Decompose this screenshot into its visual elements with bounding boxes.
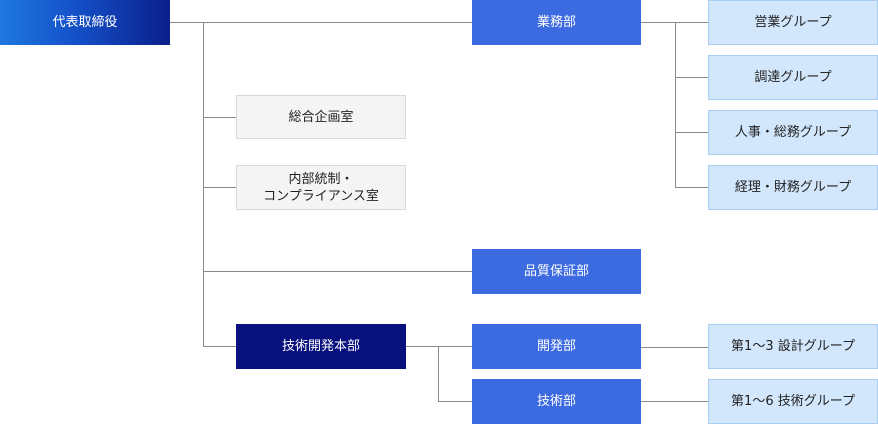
kaihatsu-dept-node: 開発部: [472, 324, 641, 369]
gyomu-dept-node: 業務部: [472, 0, 641, 45]
gijutsu-kaihatsu-honbu-node: 技術開発本部: [236, 324, 406, 369]
hinshitsu-dept-node: 品質保証部: [472, 249, 641, 294]
connector-gyomu-groups: [641, 22, 708, 23]
ceo-node: 代表取締役: [0, 0, 170, 45]
group-eigyo: 営業グループ: [708, 0, 878, 45]
connector-naibu-tosei: [203, 187, 236, 188]
connector-sogo-kikaku: [203, 117, 236, 118]
connector-kaihatsu-group: [641, 347, 708, 348]
group-keiri-zaimu: 経理・財務グループ: [708, 165, 878, 210]
connector-group-4: [675, 187, 708, 188]
group-chotatsu: 調達グループ: [708, 55, 878, 100]
connector-gyomu-trunk: [675, 22, 676, 187]
connector-ceo-trunk: [203, 22, 204, 347]
naibu-tosei-label-line1: 内部統制・: [288, 171, 354, 187]
connector-ceo-gyomu: [170, 22, 472, 23]
connector-honbu-gijutsu: [438, 401, 472, 402]
connector-hinshitsu: [203, 271, 472, 272]
connector-honbu-trunk: [438, 346, 439, 401]
group-sekkei: 第1〜3 設計グループ: [708, 324, 878, 369]
connector-gijutsu-group: [641, 401, 708, 402]
naibu-tosei-label-line2: コンプライアンス室: [263, 188, 379, 204]
group-jinji-somu: 人事・総務グループ: [708, 110, 878, 155]
connector-gijutsu-kaihatsu: [203, 346, 236, 347]
connector-group-2: [675, 77, 708, 78]
gijutsu-dept-node: 技術部: [472, 379, 641, 424]
group-gijutsu: 第1〜6 技術グループ: [708, 379, 878, 424]
naibu-tosei-node: 内部統制・ コンプライアンス室: [236, 165, 406, 210]
connector-group-3: [675, 132, 708, 133]
sogo-kikaku-node: 総合企画室: [236, 95, 406, 139]
connector-honbu-kaihatsu: [406, 346, 472, 347]
